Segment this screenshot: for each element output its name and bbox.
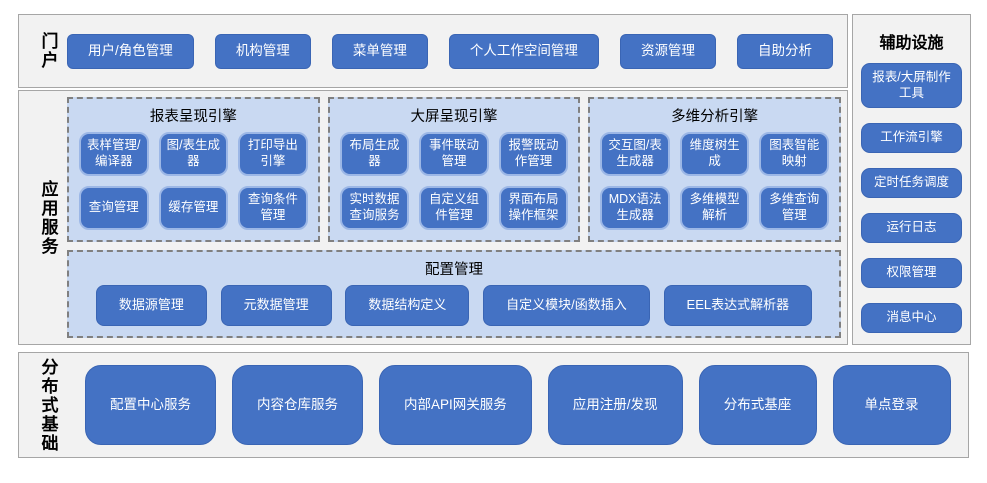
config-item-datasource-mgmt[interactable]: 数据源管理 (95, 285, 207, 326)
engine-item-query-condition-mgmt[interactable]: 查询条件管理 (238, 186, 308, 230)
engine-item-event-linkage-mgmt[interactable]: 事件联动管理 (419, 132, 489, 176)
engine-item-interactive-chart-generator[interactable]: 交互图/表生成器 (600, 132, 670, 176)
config-item-data-structure-definition[interactable]: 数据结构定义 (345, 285, 470, 326)
engine-item-cache-mgmt[interactable]: 缓存管理 (158, 186, 229, 230)
bigscreen-engine-title: 大屏呈现引擎 (410, 109, 498, 125)
engine-item-mdx-syntax-generator[interactable]: MDX语法生成器 (600, 186, 670, 230)
portal-item-self-analysis[interactable]: 自助分析 (737, 33, 833, 69)
dist-item-config-center-service[interactable]: 配置中心服务 (85, 365, 216, 445)
dist-item-distributed-base[interactable]: 分布式基座 (698, 365, 817, 445)
portal-item-resource-mgmt[interactable]: 资源管理 (619, 33, 716, 69)
engine-item-print-export[interactable]: 打印导出引擎 (238, 132, 308, 176)
engine-item-realtime-query-service[interactable]: 实时数据查询服务 (339, 186, 410, 230)
config-mgmt-title: 配置管理 (425, 262, 483, 278)
auxiliary-facilities-title: 辅助设施 (879, 35, 944, 52)
dist-item-single-sign-on[interactable]: 单点登录 (832, 365, 951, 445)
dist-item-content-repo-service[interactable]: 内容仓库服务 (232, 365, 363, 445)
auxiliary-button-list: 报表/大屏制作工具 工作流引擎 定时任务调度 运行日志 权限管理 消息中心 (861, 63, 962, 333)
aux-item-run-log[interactable]: 运行日志 (861, 213, 962, 243)
engine-item-dimension-tree[interactable]: 维度树生成 (679, 132, 750, 176)
aux-item-report-bigscreen-tool[interactable]: 报表/大屏制作工具 (861, 63, 962, 108)
auxiliary-facilities-section: 辅助设施 报表/大屏制作工具 工作流引擎 定时任务调度 运行日志 权限管理 消息… (852, 14, 971, 345)
portal-section-label: 门户 (38, 32, 58, 70)
engine-panel-row: 报表呈现引擎 表样管理/编译器 图/表生成器 打印导出引擎 查询管理 缓存管理 … (67, 97, 842, 242)
engine-item-multidim-model-parsing[interactable]: 多维模型解析 (679, 186, 750, 230)
engine-item-template-compiler[interactable]: 表样管理/编译器 (79, 132, 149, 176)
distributed-foundation-section: 分布式基础 配置中心服务 内容仓库服务 内部API网关服务 应用注册/发现 分布… (18, 352, 969, 458)
aux-item-scheduled-task[interactable]: 定时任务调度 (861, 168, 962, 198)
aux-item-message-center[interactable]: 消息中心 (861, 303, 962, 333)
config-item-eel-expression-parser[interactable]: EEL表达式解析器 (663, 285, 813, 326)
portal-item-user-role-mgmt[interactable]: 用户/角色管理 (67, 33, 194, 69)
bigscreen-engine-grid: 布局生成器 事件联动管理 报警既动作管理 实时数据查询服务 自定义组件管理 界面… (339, 132, 569, 230)
engine-item-ui-layout-framework[interactable]: 界面布局操作框架 (498, 186, 569, 230)
app-services-section-label: 应用服务 (38, 179, 58, 256)
portal-item-workspace-mgmt[interactable]: 个人工作空间管理 (448, 33, 599, 69)
config-item-metadata-mgmt[interactable]: 元数据管理 (220, 285, 332, 326)
engine-item-query-mgmt[interactable]: 查询管理 (79, 186, 149, 230)
olap-engine-grid: 交互图/表生成器 维度树生成 图表智能映射 MDX语法生成器 多维模型解析 多维… (600, 132, 829, 230)
engine-item-chart-smart-mapping[interactable]: 图表智能映射 (759, 132, 829, 176)
config-mgmt-panel: 配置管理 数据源管理 元数据管理 数据结构定义 自定义模块/函数插入 EEL表达… (67, 250, 841, 338)
distributed-button-row: 配置中心服务 内容仓库服务 内部API网关服务 应用注册/发现 分布式基座 单点… (67, 365, 951, 445)
engine-item-custom-component-mgmt[interactable]: 自定义组件管理 (419, 186, 489, 230)
engine-item-layout-generator[interactable]: 布局生成器 (339, 132, 410, 176)
olap-engine-panel: 多维分析引擎 交互图/表生成器 维度树生成 图表智能映射 MDX语法生成器 多维… (588, 97, 842, 242)
engine-item-multidim-query-mgmt[interactable]: 多维查询管理 (759, 186, 829, 230)
portal-section: 门户 用户/角色管理 机构管理 菜单管理 个人工作空间管理 资源管理 自助分析 (18, 14, 848, 88)
config-button-row: 数据源管理 元数据管理 数据结构定义 自定义模块/函数插入 EEL表达式解析器 (79, 285, 829, 326)
dist-item-internal-api-gateway[interactable]: 内部API网关服务 (379, 365, 532, 445)
bigscreen-engine-panel: 大屏呈现引擎 布局生成器 事件联动管理 报警既动作管理 实时数据查询服务 自定义… (327, 97, 581, 242)
dist-item-app-registry-discovery[interactable]: 应用注册/发现 (547, 365, 683, 445)
aux-item-workflow-engine[interactable]: 工作流引擎 (861, 123, 962, 153)
engine-item-chart-table-generator[interactable]: 图/表生成器 (158, 132, 229, 176)
portal-button-row: 用户/角色管理 机构管理 菜单管理 个人工作空间管理 资源管理 自助分析 (67, 33, 833, 69)
app-services-section: 应用服务 报表呈现引擎 表样管理/编译器 图/表生成器 打印导出引擎 查询管理 … (18, 90, 848, 345)
report-engine-grid: 表样管理/编译器 图/表生成器 打印导出引擎 查询管理 缓存管理 查询条件管理 (79, 132, 308, 230)
report-engine-panel: 报表呈现引擎 表样管理/编译器 图/表生成器 打印导出引擎 查询管理 缓存管理 … (67, 97, 320, 242)
app-services-content: 报表呈现引擎 表样管理/编译器 图/表生成器 打印导出引擎 查询管理 缓存管理 … (67, 97, 842, 338)
portal-item-org-mgmt[interactable]: 机构管理 (214, 33, 311, 69)
portal-item-menu-mgmt[interactable]: 菜单管理 (331, 33, 428, 69)
distributed-foundation-label: 分布式基础 (38, 357, 58, 453)
config-item-custom-module-function[interactable]: 自定义模块/函数插入 (483, 285, 650, 326)
engine-item-alarm-action-mgmt[interactable]: 报警既动作管理 (498, 132, 569, 176)
aux-item-permission-mgmt[interactable]: 权限管理 (861, 258, 962, 288)
olap-engine-title: 多维分析引擎 (671, 109, 759, 125)
report-engine-title: 报表呈现引擎 (149, 109, 237, 125)
